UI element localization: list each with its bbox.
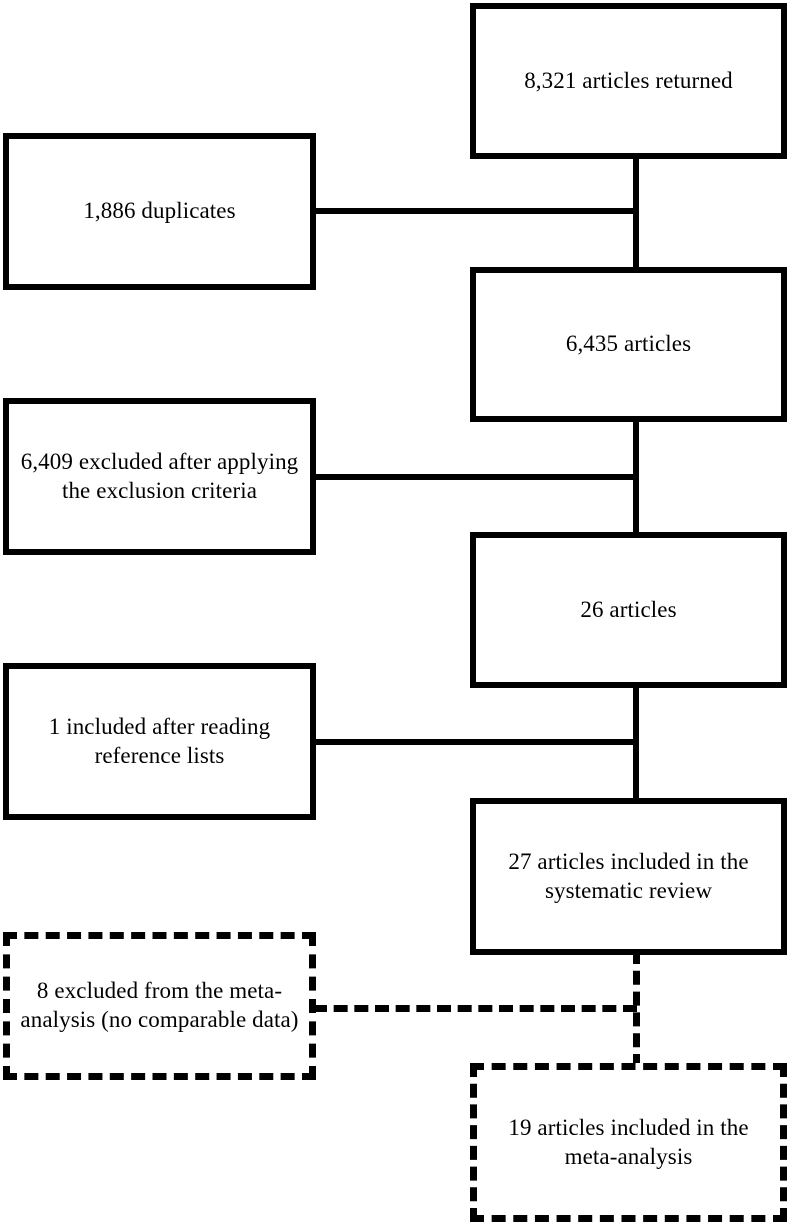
connector-returned-to-after-duplicates [633, 152, 639, 273]
node-duplicates[interactable]: 1,886 duplicates [3, 133, 316, 290]
connector-duplicates-to-spine [313, 208, 636, 214]
node-after-criteria[interactable]: 26 articles [470, 532, 787, 688]
node-after-duplicates[interactable]: 6,435 articles [470, 267, 787, 422]
connector-after-criteria-to-systematic-review [633, 683, 639, 804]
node-added-references-label: 1 included after reading reference lists [48, 713, 271, 768]
node-excluded-meta[interactable]: 8 excluded from the meta-analysis (no co… [3, 932, 316, 1080]
node-meta-analysis-label: 19 articles included in the meta-analysi… [508, 1114, 749, 1169]
node-duplicates-label: 1,886 duplicates [83, 198, 236, 224]
node-systematic-review-label: 27 articles included in the systematic r… [508, 848, 749, 903]
connector-excluded-criteria-to-spine [313, 474, 636, 480]
node-added-references[interactable]: 1 included after reading reference lists [3, 663, 316, 820]
node-excluded-criteria-label: 6,409 excluded after applying the exclus… [20, 448, 299, 503]
node-meta-analysis[interactable]: 19 articles included in the meta-analysi… [470, 1063, 787, 1222]
connector-added-references-to-spine [313, 739, 636, 745]
node-excluded-meta-label: 8 excluded from the meta-analysis (no co… [20, 978, 299, 1032]
node-records-returned-label: 8,321 articles returned [524, 67, 733, 93]
node-excluded-criteria[interactable]: 6,409 excluded after applying the exclus… [3, 398, 316, 555]
node-after-criteria-label: 26 articles [580, 596, 677, 622]
node-records-returned[interactable]: 8,321 articles returned [470, 3, 787, 159]
connector-after-duplicates-to-after-criteria [633, 417, 639, 538]
connector-excluded-meta-to-spine [313, 1005, 637, 1012]
node-after-duplicates-label: 6,435 articles [565, 331, 692, 357]
node-systematic-review[interactable]: 27 articles included in the systematic r… [470, 798, 787, 955]
